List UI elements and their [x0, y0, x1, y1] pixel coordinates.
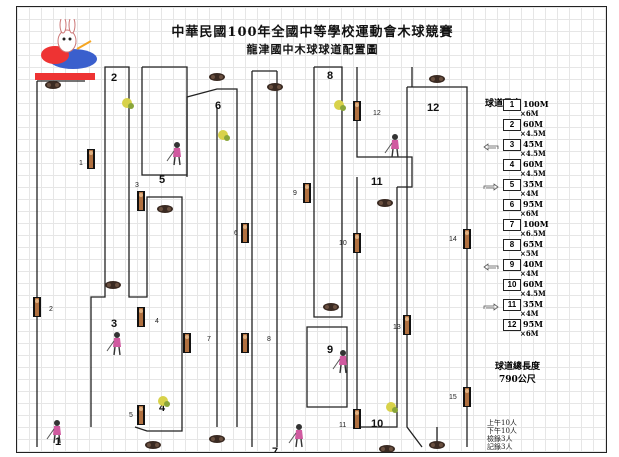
- staff-records: 記錄3人: [487, 443, 513, 451]
- fairway-number-box: 3: [503, 139, 521, 151]
- staff-afternoon: 下午10人: [487, 427, 517, 435]
- fairway-number-box: 8: [503, 239, 521, 251]
- direction-arrow-icon: [483, 263, 499, 271]
- fairway-label-6: 6: [215, 100, 221, 112]
- fairway-length: 40M: [523, 259, 543, 269]
- fairway-number-box: 10: [503, 279, 521, 291]
- fairway-width: ×6M: [520, 209, 539, 218]
- staff-checkin: 檢錄3人: [487, 435, 513, 443]
- referee-number-5: 5: [129, 412, 133, 419]
- fairway-width: ×4.5M: [520, 289, 546, 298]
- fairway-length: 100M: [523, 99, 549, 109]
- direction-arrow-icon: [483, 143, 499, 151]
- fairway-length: 100M: [523, 219, 549, 229]
- referee-number-15: 15: [449, 394, 457, 401]
- fairway-length: 45M: [523, 139, 543, 149]
- fairway-width: ×4.5M: [520, 129, 546, 138]
- fairway-length: 60M: [523, 119, 543, 129]
- fairway-label-1: 1: [55, 436, 61, 448]
- fairway-number-box: 9: [503, 259, 521, 271]
- fairway-label-8: 8: [327, 70, 333, 82]
- fairway-numbers: 1 2 3 4 5 6 7 8 9 10 11 12: [55, 70, 439, 453]
- fairway-number-box: 5: [503, 179, 521, 191]
- fairway-label-12: 12: [427, 102, 439, 114]
- fairway-label-7: 7: [272, 446, 278, 453]
- fairway-length: 60M: [523, 279, 543, 289]
- fairway-number-box: 7: [503, 219, 521, 231]
- fairway-layout: 1 2 3 4 5 6 7 8 9 10 11 12 1 2 3 4 5 6 7…: [33, 66, 471, 453]
- referee-number-2: 2: [49, 306, 53, 313]
- referee-number-11: 11: [339, 422, 346, 429]
- referee-markers: 1 2 3 4 5 6 7 8 9 10 11 12 13 14 15: [33, 101, 471, 429]
- fairway-number-box: 1: [503, 99, 521, 111]
- fairway-length: 35M: [523, 179, 543, 189]
- referee-number-4: 4: [155, 318, 159, 325]
- fairway-width: ×4M: [520, 309, 539, 318]
- referee-number-13: 13: [393, 324, 401, 331]
- fairway-label-10: 10: [371, 418, 383, 430]
- fairway-outlines: [36, 66, 468, 448]
- referee-number-6: 6: [234, 230, 238, 237]
- fairway-label-2: 2: [111, 72, 117, 84]
- fairway-length: 60M: [523, 159, 543, 169]
- referee-number-12: 12: [373, 110, 381, 117]
- referee-number-14: 14: [449, 236, 457, 243]
- fairway-width: ×4.5M: [520, 149, 546, 158]
- referee-number-3: 3: [135, 182, 139, 189]
- main-title: 中華民國100年全國中等學校運動會木球競賽: [171, 25, 454, 40]
- fairway-width: ×5M: [520, 249, 539, 258]
- sub-title: 龍津國中木球球道配置圖: [246, 43, 379, 56]
- fairway-label-9: 9: [327, 344, 333, 356]
- fairway-width: ×6M: [520, 329, 539, 338]
- referee-number-9: 9: [293, 190, 297, 197]
- referee-number-7: 7: [207, 336, 211, 343]
- referee-number-10: 10: [339, 240, 347, 247]
- fairway-width: ×6.5M: [520, 229, 546, 238]
- fairway-width: ×4M: [520, 189, 539, 198]
- course-map-sheet: 中華民國100年全國中等學校運動會木球競賽 龍津國中木球球道配置圖: [16, 6, 607, 453]
- fairway-number-box: 4: [503, 159, 521, 171]
- fairway-label-5: 5: [159, 174, 165, 186]
- fairway-width: ×6M: [520, 109, 539, 118]
- fairway-number-box: 2: [503, 119, 521, 131]
- total-length-value: 790公尺: [499, 375, 536, 385]
- referee-number-8: 8: [267, 336, 271, 343]
- fairway-length: 65M: [523, 239, 543, 249]
- logo-caption-band: [35, 73, 95, 80]
- fairway-label-11: 11: [371, 176, 383, 188]
- fairway-number-box: 11: [503, 299, 521, 311]
- fairway-number-box: 12: [503, 319, 521, 331]
- total-length-label: 球道總長度: [495, 362, 541, 372]
- fairway-length: 95M: [523, 199, 543, 209]
- referee-number-1: 1: [79, 160, 83, 167]
- player-illustrations: [46, 98, 400, 448]
- staff-morning: 上午10人: [487, 419, 517, 427]
- staff-count-list: 上午10人 下午10人 檢錄3人 記錄3人: [487, 419, 517, 451]
- fairway-width: ×4M: [520, 269, 539, 278]
- direction-arrow-icon: [483, 183, 499, 191]
- fairway-label-4: 4: [159, 402, 166, 414]
- fairway-length: 35M: [523, 299, 543, 309]
- fairway-width: ×4.5M: [520, 169, 546, 178]
- fairway-number-box: 6: [503, 199, 521, 211]
- fairway-length: 95M: [523, 319, 543, 329]
- direction-arrow-icon: [483, 303, 499, 311]
- fairway-label-3: 3: [111, 318, 117, 330]
- games-mascot-logo: [33, 16, 99, 80]
